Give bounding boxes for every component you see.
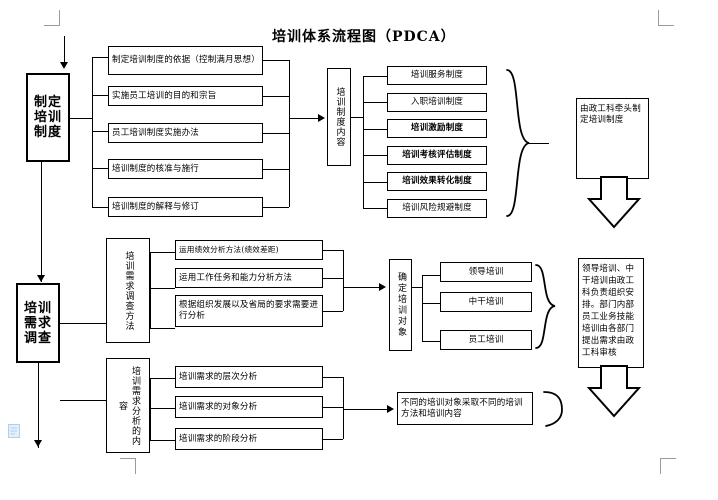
content-box-3[interactable]: 培训考核评估制度 — [387, 146, 487, 165]
note-box-bottom[interactable]: 不同的培训对象采取不同的培训方法和培训内容 — [397, 392, 533, 425]
collect-method-1 — [323, 278, 343, 279]
bus-left-target — [422, 275, 423, 341]
bus-left-method — [150, 252, 151, 328]
connector-method-to-target — [343, 287, 381, 288]
collect-analysis-0 — [323, 377, 343, 378]
method-box-1[interactable]: 运用工作任务和能力分析方法 — [175, 268, 323, 288]
target-box-2[interactable]: 员工培训 — [440, 330, 532, 350]
connector-stage1-out — [70, 118, 92, 119]
content-box-2[interactable]: 培训激励制度 — [387, 119, 487, 138]
stub-basis-3 — [92, 168, 108, 169]
connector-target-out — [412, 287, 422, 288]
crop-mark-bottom-left — [120, 458, 136, 474]
bus-left-basis — [92, 57, 93, 207]
spine-arrow-bottom — [34, 440, 42, 447]
stub-content-2 — [363, 129, 387, 130]
basis-box-4[interactable]: 培训制度的解释与修订 — [108, 197, 263, 217]
analysis-box-1[interactable]: 培训需求的对象分析 — [175, 396, 323, 418]
stub-content-0 — [363, 76, 387, 77]
crop-mark-top-left — [44, 10, 60, 26]
stub-target-0 — [422, 275, 440, 276]
stub-target-2 — [422, 341, 440, 342]
connector-stage2-out-analysis — [60, 400, 106, 401]
note-box-target[interactable]: 领导培训、中干培训由政工科负责组织安排。部门内部员工业务技能培训由各部门提出需求… — [578, 258, 644, 368]
connector-basis-to-hub — [289, 118, 320, 119]
basis-box-1[interactable]: 实施员工培训的目的和宗旨 — [108, 86, 263, 106]
content-box-0[interactable]: 培训服务制度 — [387, 66, 487, 85]
bus-left-content — [363, 76, 364, 208]
stub-basis-4 — [92, 207, 108, 208]
analysis-box-2[interactable]: 培训需求的阶段分析 — [175, 428, 323, 450]
connector-hub-out — [351, 117, 363, 118]
curve-bottom-note — [543, 391, 563, 427]
collect-basis-1 — [263, 96, 289, 97]
method-label-box[interactable]: 培训需求调查方法 — [106, 238, 150, 343]
target-label-box[interactable]: 确定培训对象 — [389, 259, 412, 351]
page-title: 培训体系流程图（PDCA） — [272, 29, 456, 45]
stub-analysis-2 — [150, 440, 175, 441]
target-box-1[interactable]: 中干培训 — [440, 292, 532, 312]
crop-mark-top-right — [658, 10, 674, 26]
bus-right-method — [343, 250, 344, 311]
collect-basis-0 — [263, 60, 289, 61]
arrow-analysis-to-bottom-note — [387, 405, 394, 413]
connector-brace-to-note-1 — [527, 143, 549, 144]
collect-basis-3 — [263, 169, 289, 170]
content-box-1[interactable]: 入职培训制度 — [387, 93, 487, 112]
connector-stage2-out-method — [60, 323, 106, 324]
document-artifact-icon — [8, 424, 20, 438]
bus-left-analysis — [150, 378, 151, 440]
stage-box-needs-survey[interactable]: 培训需求调查 — [16, 283, 60, 363]
stub-method-2 — [150, 328, 175, 329]
method-box-2[interactable]: 根据组织发展以及省局的要求需要进行分析 — [175, 295, 323, 327]
basis-box-0[interactable]: 制定培训制度的依据（控制满月思想） — [108, 46, 263, 75]
basis-box-2[interactable]: 员工培训制度实施办法 — [108, 123, 263, 143]
collect-basis-4 — [263, 207, 289, 208]
content-box-4[interactable]: 培训效果转化制度 — [387, 172, 487, 191]
target-box-0[interactable]: 领导培训 — [440, 262, 532, 282]
analysis-box-0[interactable]: 培训需求的层次分析 — [175, 366, 323, 388]
method-box-0[interactable]: 运用绩效分析方法(绩效差距) — [175, 240, 323, 260]
stub-analysis-0 — [150, 378, 175, 379]
stage-box-make-system[interactable]: 制定培训制度 — [26, 73, 70, 162]
stub-basis-2 — [92, 131, 108, 132]
collect-method-2 — [323, 311, 343, 312]
stub-content-4 — [363, 182, 387, 183]
content-box-5[interactable]: 培训风险规避制度 — [387, 199, 487, 218]
collect-analysis-2 — [323, 439, 343, 440]
stub-content-3 — [363, 155, 387, 156]
collect-method-0 — [323, 250, 343, 251]
hub-box-system-content[interactable]: 培训制度内容 — [327, 68, 351, 166]
collect-analysis-1 — [323, 407, 343, 408]
stub-content-5 — [363, 208, 387, 209]
big-arrow-system — [586, 176, 642, 229]
bus-right-basis — [289, 60, 290, 207]
stub-basis-1 — [92, 95, 108, 96]
connector-analysis-to-bottom-note — [343, 409, 389, 410]
arrow-method-to-target — [379, 283, 386, 291]
basis-box-3[interactable]: 培训制度的核准与施行 — [108, 159, 263, 179]
brace-target-group — [535, 264, 556, 349]
stub-analysis-1 — [150, 408, 175, 409]
spine-arrow-mid — [37, 275, 45, 282]
spine-line-bottom — [38, 363, 39, 448]
note-box-system[interactable]: 由政工科牵头制定培训制度 — [576, 98, 649, 179]
stub-basis-0 — [92, 57, 108, 58]
arrow-basis-to-hub — [318, 114, 325, 122]
stub-content-1 — [363, 102, 387, 103]
bus-right-analysis — [343, 377, 344, 439]
spine-arrow-top — [60, 62, 68, 69]
spine-line-mid — [41, 162, 42, 282]
analysis-label-box[interactable]: 培训需求分析的内容 — [106, 358, 150, 453]
big-arrow-target — [586, 365, 642, 418]
stub-method-0 — [150, 252, 175, 253]
crop-mark-bottom-right — [660, 458, 676, 474]
collect-basis-2 — [263, 133, 289, 134]
spine-line-top — [64, 36, 65, 64]
stub-target-1 — [422, 303, 440, 304]
stub-method-1 — [150, 288, 175, 289]
